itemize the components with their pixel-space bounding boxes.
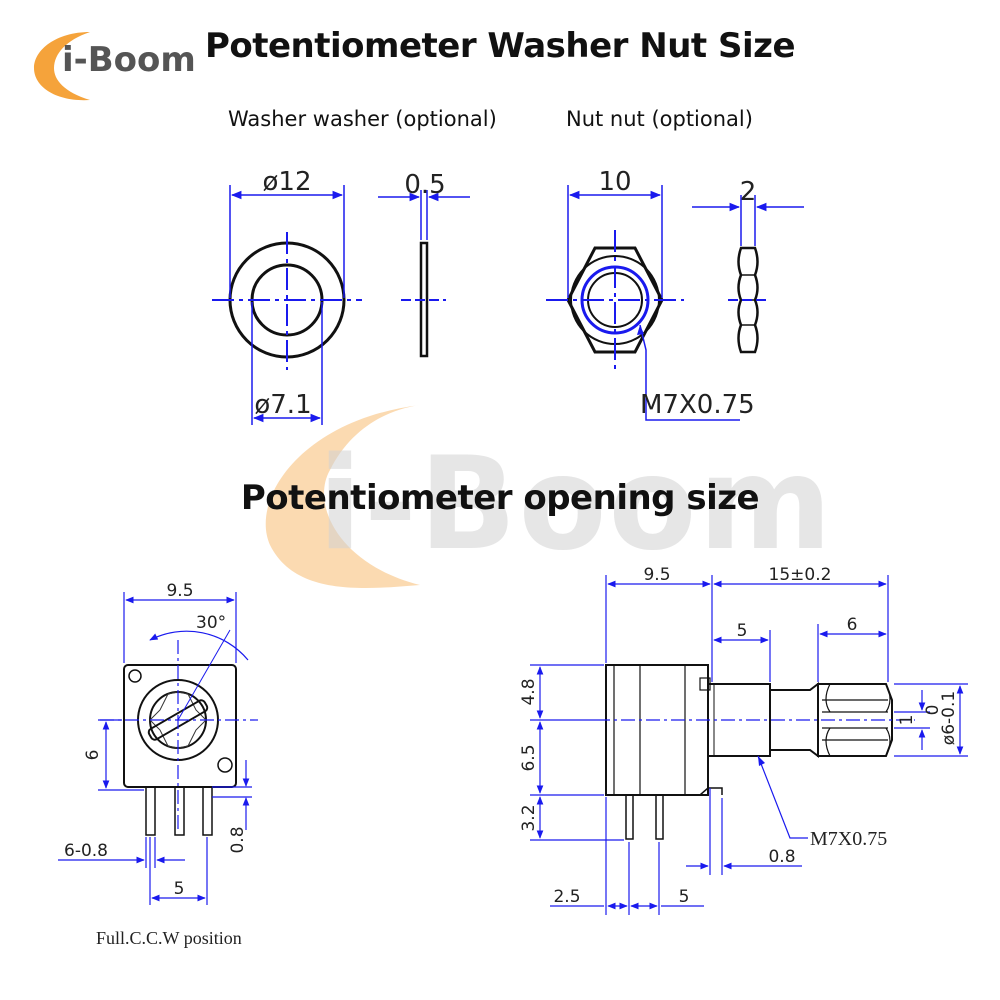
washer-outer-dia-label: ø12 (263, 167, 312, 197)
rotation-angle-label: 30° (196, 613, 226, 633)
washer-heading: Washer washer (optional) (228, 107, 497, 131)
washer-thickness-label: 0.5 (404, 170, 445, 200)
washer-front-view: ø12 ø7.1 (212, 167, 362, 425)
side-body-width-label: 9.5 (643, 565, 670, 585)
pot-side-view: 9.5 15±0.2 5 6 4.8 6.5 3.2 (519, 565, 968, 915)
front-pin-thickness-label: 0.8 (228, 826, 248, 853)
front-height-label: 6 (83, 750, 103, 761)
nut-heading: Nut nut (optional) (566, 107, 753, 131)
side-bushing-length-label: 5 (737, 621, 748, 641)
front-view-caption: Full.C.C.W position (96, 928, 242, 948)
side-h-mid-label: 6.5 (519, 744, 539, 771)
side-pin-spacing-label: 5 (679, 887, 690, 907)
front-width-label: 9.5 (166, 581, 193, 601)
pot-front-view: 30° 9.5 6 0.8 6-0.8 (58, 581, 258, 905)
nut-thickness-label: 2 (740, 177, 757, 207)
side-shaft-dia-tol-label: 0 (923, 705, 943, 716)
watermark-text: i-Boom (318, 430, 834, 579)
nut-front-view: 10 M7X0.75 (546, 167, 755, 421)
logo-crescent-icon (34, 32, 90, 101)
washer-side-view: 0.5 (378, 170, 470, 358)
brand-logo-text: i-Boom (62, 40, 196, 80)
side-pin-thickness-label: 0.8 (768, 847, 795, 867)
side-slot-label: 1 (897, 715, 917, 726)
front-pin-spacing-label: 5 (174, 879, 185, 899)
nut-thread-label: M7X0.75 (640, 390, 755, 420)
side-knurl-length-label: 6 (847, 615, 858, 635)
washer-inner-dia-label: ø7.1 (254, 390, 311, 420)
side-pin-offset-label: 2.5 (553, 887, 580, 907)
side-shaft-length-label: 15±0.2 (769, 565, 832, 585)
side-h-pin-label: 3.2 (519, 804, 539, 831)
side-shaft-dia-label: ø6-0.1 (939, 691, 959, 745)
front-pin-width-label: 6-0.8 (64, 841, 108, 861)
nut-width-label: 10 (598, 167, 631, 197)
page-title: Potentiometer Washer Nut Size (204, 26, 796, 66)
nut-side-view: 2 (692, 177, 804, 354)
side-thread-label: M7X0.75 (810, 828, 887, 850)
section-title-opening: Potentiometer opening size (240, 478, 760, 518)
side-h-top-label: 4.8 (519, 678, 539, 705)
